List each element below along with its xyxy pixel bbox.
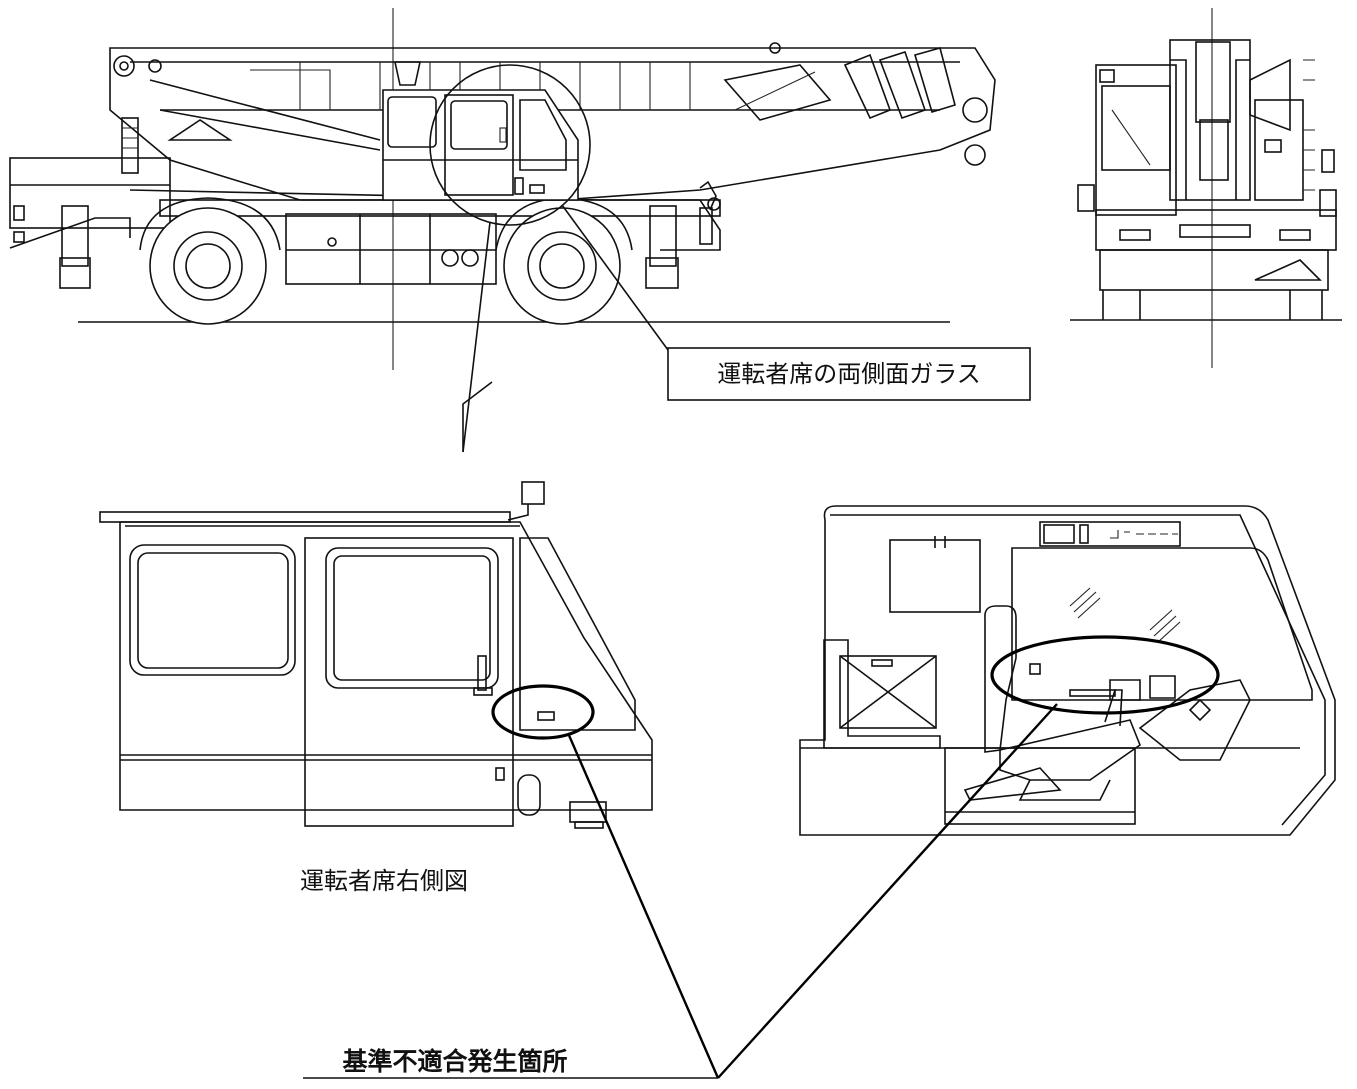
side-glass-label: 運転者席の両側面ガラス (717, 360, 981, 388)
crane-side-view (9, 8, 996, 453)
cab-right-view-caption: 運転者席右側図 (300, 867, 468, 895)
side-glass-label-box (667, 347, 1031, 401)
cab-interior-view (799, 505, 1336, 836)
nonconformity-leaders (303, 703, 1058, 1079)
crane-front-view (1070, 8, 1342, 368)
cab-right-side-view (99, 481, 653, 829)
nonconformity-location-label: 基準不適合発生箇所 (342, 1047, 567, 1076)
